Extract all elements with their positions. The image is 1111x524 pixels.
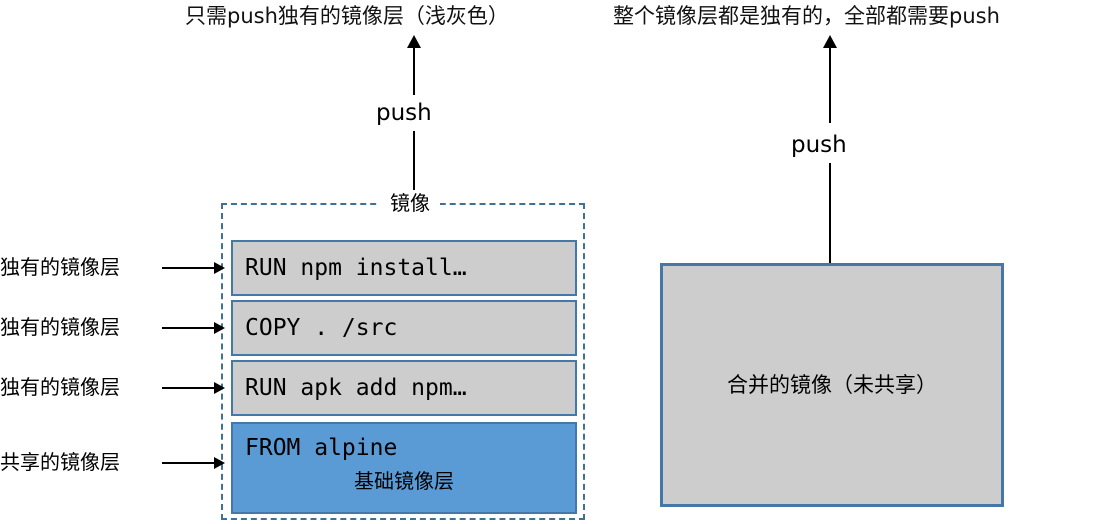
image-group-label: 镜像 (380, 190, 440, 216)
layer-command-text: FROM alpine (245, 435, 398, 461)
connector-arrow-stem (162, 387, 214, 389)
side-label-shared-layer: 共享的镜像层 (0, 450, 120, 474)
push-arrow-stem-upper-right (829, 47, 831, 123)
push-arrowhead-right (823, 35, 837, 48)
layer-command-text: COPY . /src (245, 315, 398, 341)
side-label-unique-layer: 独有的镜像层 (0, 315, 120, 339)
layer-row: RUN npm install… (231, 240, 577, 296)
connector-arrowhead (214, 262, 225, 274)
merged-image-label: 合并的镜像（未共享） (727, 373, 937, 397)
base-layer-sublabel: 基础镜像层 (354, 469, 454, 493)
connector-arrow-stem (162, 462, 214, 464)
connector-arrowhead (214, 322, 225, 334)
merged-image-box: 合并的镜像（未共享） (660, 263, 1004, 507)
connector-arrowhead (214, 382, 225, 394)
connector-arrowhead (214, 457, 225, 469)
push-label-left: push (372, 99, 436, 127)
side-label-unique-layer: 独有的镜像层 (0, 255, 120, 279)
connector-arrow-stem (162, 267, 214, 269)
push-arrowhead-left (407, 35, 421, 48)
push-arrow-stem-lower-right (829, 163, 831, 263)
connector-arrow-stem (162, 327, 214, 329)
layer-row: COPY . /src (231, 300, 577, 356)
side-label-unique-layer: 独有的镜像层 (0, 375, 120, 399)
layer-row: RUN apk add npm… (231, 360, 577, 416)
header-right-caption: 整个镜像层都是独有的，全部都需要push (613, 4, 1000, 28)
layer-row-base: FROM alpine 基础镜像层 (231, 422, 577, 514)
push-label-right: push (787, 131, 851, 159)
push-arrow-stem-upper-left (413, 47, 415, 95)
layer-command-text: RUN apk add npm… (245, 375, 467, 401)
layer-command-text: RUN npm install… (245, 255, 467, 281)
push-arrow-stem-lower-left (413, 131, 415, 195)
header-left-caption: 只需push独有的镜像层（浅灰色） (185, 4, 509, 28)
